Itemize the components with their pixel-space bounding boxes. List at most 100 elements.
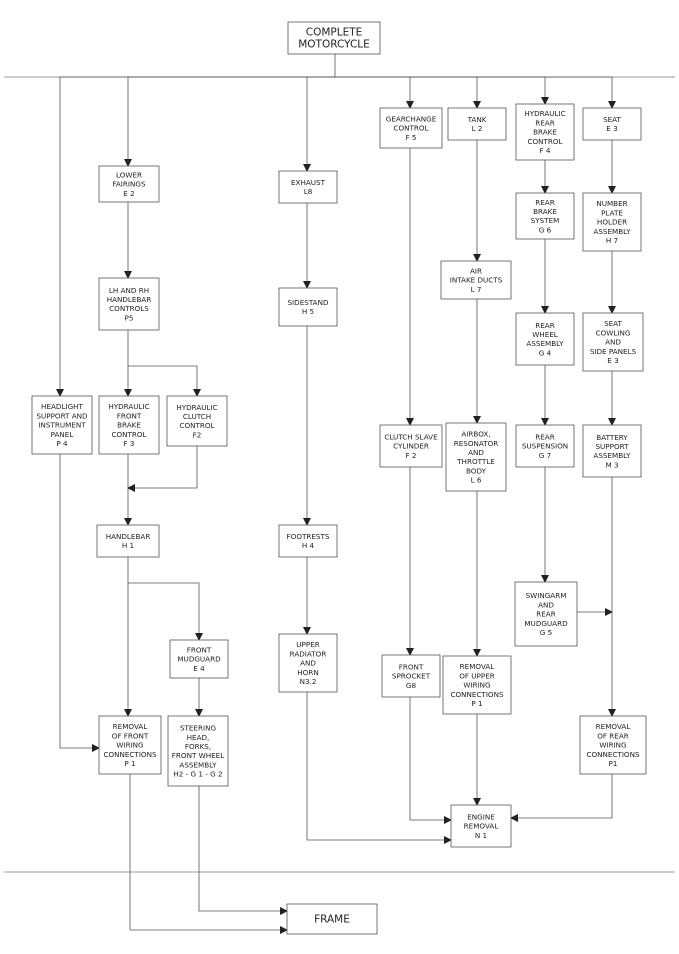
node-label-line: M 3 xyxy=(605,460,618,469)
node-box xyxy=(287,21,381,55)
node-label-line: SPROCKET xyxy=(392,672,431,681)
node-label-line: H2 - G 1 - G 2 xyxy=(173,770,222,779)
node-label-line: REMOVAL xyxy=(464,822,499,831)
node-label-line: REMOVAL xyxy=(113,722,148,731)
node-label-line: AIRBOX, xyxy=(461,430,490,439)
node-label-line: FRONT xyxy=(117,411,142,420)
node-label-line: F 3 xyxy=(124,439,135,448)
node-label-line: AND xyxy=(538,600,554,609)
node-label-line: ASSEMBLY xyxy=(179,760,217,769)
connector-lh-rh-handlebar-controls-to-hydraulic-clutch-control xyxy=(128,365,201,397)
node-box xyxy=(166,395,228,447)
node-box xyxy=(169,639,229,679)
node-label-line: P1 xyxy=(609,759,618,768)
node-label-line: SUPPORT xyxy=(595,442,629,451)
node-box xyxy=(445,422,507,492)
connector-complete-motorcycle-to-headlight-support xyxy=(56,76,335,397)
node-box xyxy=(582,312,644,372)
node-label-line: MUDGUARD xyxy=(524,619,568,628)
node-label-line: REAR xyxy=(535,321,554,330)
node-label-line: HYDRAULIC xyxy=(524,109,565,118)
node-label-line: SUPPORT AND xyxy=(36,411,88,420)
node-label-line: FORKS, xyxy=(185,742,211,751)
node-label-line: G 4 xyxy=(539,348,552,357)
node-label-line: CLUTCH xyxy=(183,412,211,421)
node-label-line: CONNECTIONS xyxy=(586,750,640,759)
node-label-line: E 2 xyxy=(123,189,134,198)
node-label-line: ENGINE xyxy=(467,812,495,821)
node-label-line: CONTROL xyxy=(527,137,562,146)
node-label-line: AND xyxy=(300,659,316,668)
node-label-line: BATTERY xyxy=(596,433,628,442)
node-label-line: E 4 xyxy=(193,664,205,673)
node-label-line: F 2 xyxy=(406,451,417,460)
node-label-line: CONTROL xyxy=(111,430,146,439)
node-label-line: LH AND RH xyxy=(109,286,149,295)
node-label-line: LOWER xyxy=(116,170,142,179)
node-label-line: UPPER xyxy=(296,640,319,649)
node-label-line: FRONT WHEEL xyxy=(172,751,224,760)
node-label-line: GEARCHANGE xyxy=(386,114,437,123)
node-box xyxy=(98,715,162,775)
node-label-line: H 7 xyxy=(606,236,618,245)
node-box xyxy=(582,424,642,478)
node-label-line: E 3 xyxy=(606,124,617,133)
connector-complete-motorcycle-to-gearchange-control xyxy=(335,76,414,109)
node-label-line: HEAD, xyxy=(187,733,210,742)
connector-complete-motorcycle-to-seat xyxy=(335,76,616,109)
node-label-line: HYDRAULIC xyxy=(108,402,149,411)
node-box xyxy=(167,715,229,787)
node-label-line: HANDLEBAR xyxy=(107,295,152,304)
connector-headlight-support-to-removal-front-wiring xyxy=(59,454,100,752)
connector-complete-motorcycle-to-tank xyxy=(335,76,481,109)
node-label-line: AND xyxy=(468,448,484,457)
node-label-line: HYDRAULIC xyxy=(176,403,217,412)
node-label-line: ASSEMBLY xyxy=(593,227,631,236)
node-label-line: COWLING xyxy=(596,328,631,337)
node-label-line: OF FRONT xyxy=(112,731,149,740)
node-label-line: G 5 xyxy=(540,628,552,637)
node-frame: FRAME xyxy=(286,903,378,935)
node-label-line: L 2 xyxy=(472,124,483,133)
node-label-line: SEAT xyxy=(604,319,622,328)
node-box xyxy=(278,170,338,204)
node-box xyxy=(381,654,441,698)
node-box xyxy=(447,107,507,141)
node-box xyxy=(31,395,93,455)
node-label-line: REMOVAL xyxy=(460,662,495,671)
node-label-line: CONTROL xyxy=(393,124,428,133)
node-label-line: OF REAR xyxy=(597,731,629,740)
node-box xyxy=(515,192,575,240)
node-label-line: H 4 xyxy=(302,541,315,550)
node-label-line: RADIATOR xyxy=(290,649,327,658)
connector-handlebar-to-front-mudguard xyxy=(128,582,203,641)
node-label-line: REAR xyxy=(535,198,554,207)
node-label-line: CONTROLS xyxy=(109,304,149,313)
connector-hydraulic-clutch-control-to-handlebar xyxy=(127,446,198,492)
node-box xyxy=(98,165,160,203)
connector-removal-rear-wiring-to-engine-removal xyxy=(510,774,613,822)
node-label-line: FRAME xyxy=(314,913,350,925)
node-label-line: WIRING xyxy=(599,741,626,750)
node-label-line: CYLINDER xyxy=(393,442,429,451)
node-label-line: SEAT xyxy=(603,115,621,124)
node-label-line: REMOVAL xyxy=(596,722,631,731)
node-label-line: EXHAUST xyxy=(291,178,326,187)
node-label-line: BODY xyxy=(466,466,487,475)
node-label-line: WIRING xyxy=(463,681,490,690)
node-label-line: HOLDER xyxy=(597,218,627,227)
